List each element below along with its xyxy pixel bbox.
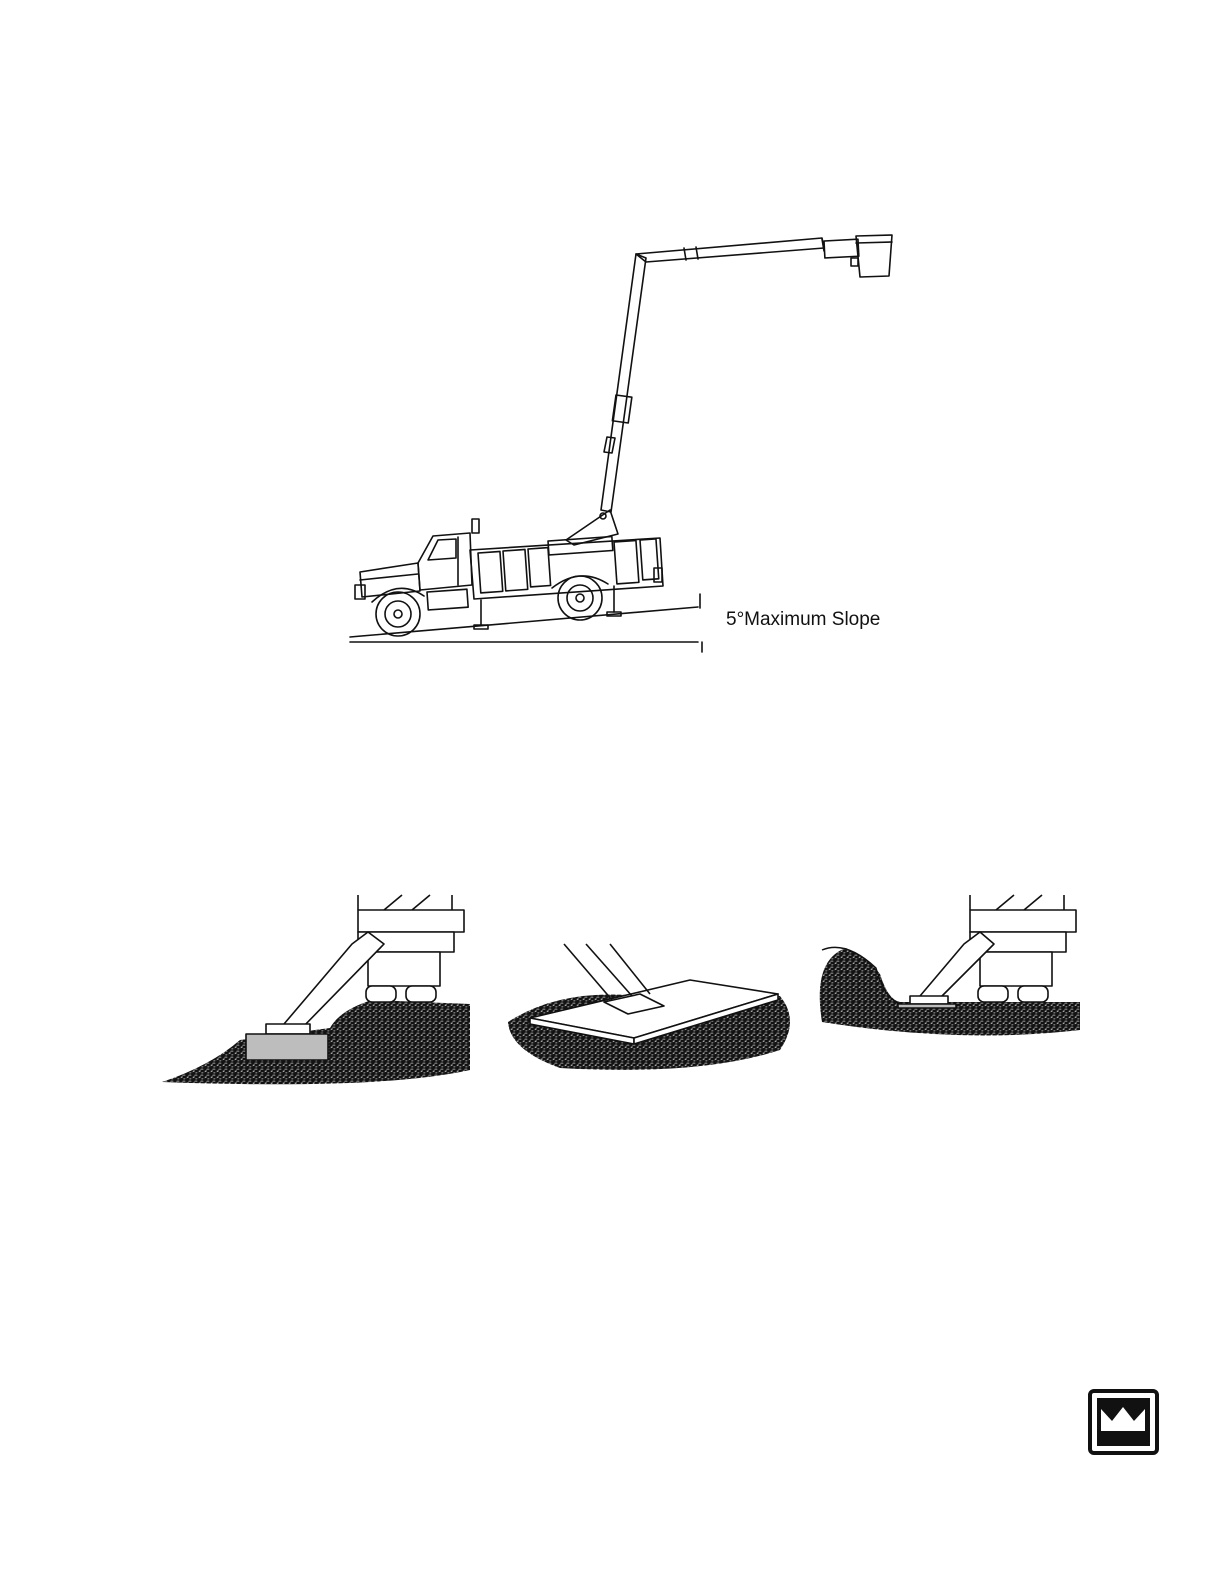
slope-label: 5°Maximum Slope: [726, 609, 880, 631]
crown-logo-icon: [1088, 1389, 1159, 1455]
boom-arm: [601, 238, 859, 512]
front-wheel-icon: [376, 592, 420, 636]
outrigger-footing-diagrams: [0, 860, 1224, 1100]
outrigger-on-pad-level: [508, 944, 790, 1070]
outrigger-on-ground-near-embankment: [820, 895, 1080, 1035]
rear-wheel-icon: [558, 576, 602, 620]
sloped-ground-line: [350, 607, 698, 637]
outrigger-on-cribbing-slope: [162, 895, 470, 1084]
bucket-truck-on-slope-diagram: [0, 0, 1224, 700]
bucket-icon: [851, 235, 892, 277]
